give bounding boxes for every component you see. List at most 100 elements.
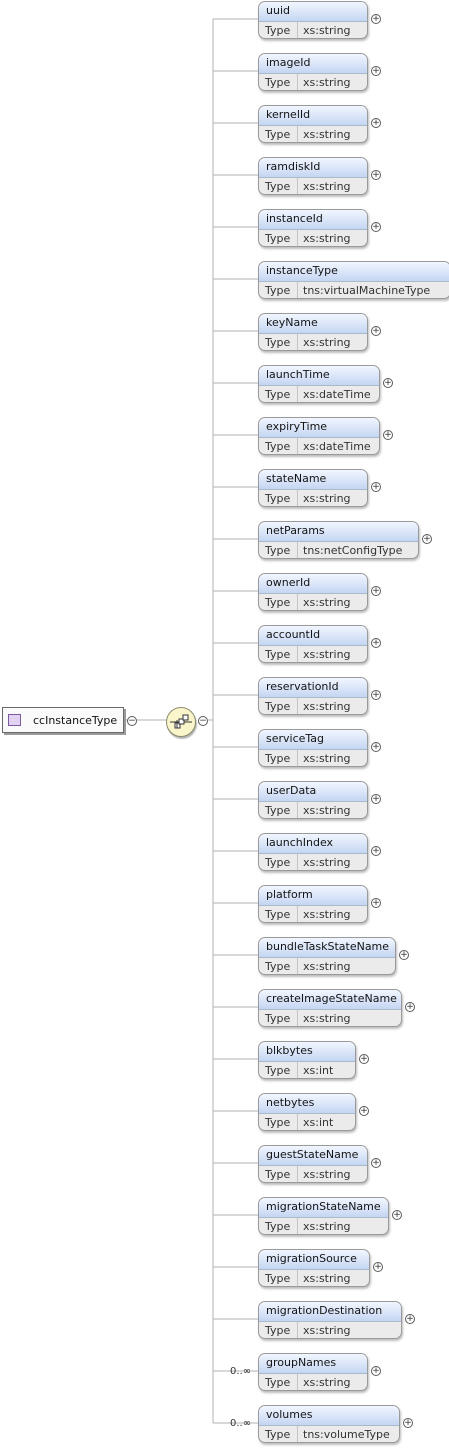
type-separator xyxy=(297,334,298,350)
expand-icon[interactable]: + xyxy=(383,378,393,388)
type-separator xyxy=(297,282,298,298)
type-separator xyxy=(297,594,298,610)
element-name: createImageStateName xyxy=(266,992,397,1005)
expand-icon[interactable]: + xyxy=(371,638,381,648)
expand-icon[interactable]: + xyxy=(371,326,381,336)
element-type: xs:dateTime xyxy=(303,388,371,401)
element-header: reservationId xyxy=(259,678,367,698)
element-name: migrationStateName xyxy=(266,1200,381,1213)
root-complex-type[interactable]: ccInstanceType xyxy=(2,707,124,733)
expand-icon[interactable]: + xyxy=(373,1262,383,1272)
expand-icon[interactable]: + xyxy=(371,742,381,752)
expand-icon[interactable]: + xyxy=(371,118,381,128)
expand-icon[interactable]: + xyxy=(371,1158,381,1168)
sequence-collapse-icon[interactable]: − xyxy=(198,716,208,726)
element-header: migrationSource xyxy=(259,1250,369,1270)
element-name: migrationDestination xyxy=(266,1304,383,1317)
type-separator xyxy=(297,1270,298,1286)
expand-icon[interactable]: + xyxy=(405,1002,415,1012)
element-header: volumes xyxy=(259,1406,399,1426)
sequence-compositor[interactable] xyxy=(166,707,196,737)
expand-icon[interactable]: + xyxy=(405,1314,415,1324)
expand-icon[interactable]: + xyxy=(399,950,409,960)
expand-icon[interactable]: + xyxy=(359,1106,369,1116)
expand-icon[interactable]: + xyxy=(371,482,381,492)
element-header: netbytes xyxy=(259,1094,355,1114)
expand-icon[interactable]: + xyxy=(371,794,381,804)
type-separator xyxy=(297,1010,298,1026)
element-type: xs:string xyxy=(303,752,351,765)
root-collapse-icon[interactable]: − xyxy=(127,716,137,726)
type-label: Type xyxy=(265,492,291,505)
element-type: xs:int xyxy=(303,1064,334,1077)
type-label: Type xyxy=(265,908,291,921)
expand-icon[interactable]: + xyxy=(371,14,381,24)
expand-icon[interactable]: + xyxy=(383,430,393,440)
expand-icon[interactable]: + xyxy=(371,1366,381,1376)
type-separator xyxy=(297,438,298,454)
element-type: xs:string xyxy=(303,1272,351,1285)
expand-icon[interactable]: + xyxy=(371,846,381,856)
type-separator xyxy=(297,386,298,402)
element-type: xs:string xyxy=(303,960,351,973)
element-header: bundleTaskStateName xyxy=(259,938,395,958)
expand-icon[interactable]: + xyxy=(371,586,381,596)
expand-icon[interactable]: + xyxy=(371,66,381,76)
element-name: blkbytes xyxy=(266,1044,313,1057)
expand-icon[interactable]: + xyxy=(371,170,381,180)
expand-icon[interactable]: + xyxy=(422,534,432,544)
type-label: Type xyxy=(265,648,291,661)
type-separator xyxy=(297,126,298,142)
element-header: migrationDestination xyxy=(259,1302,401,1322)
expand-icon[interactable]: + xyxy=(371,222,381,232)
sequence-compositor-icon xyxy=(170,714,192,729)
element-name: bundleTaskStateName xyxy=(266,940,390,953)
type-separator xyxy=(297,854,298,870)
element-header: createImageStateName xyxy=(259,990,401,1010)
expand-icon[interactable]: + xyxy=(371,898,381,908)
element-type: xs:string xyxy=(303,180,351,193)
expand-icon[interactable]: + xyxy=(359,1054,369,1064)
expand-icon[interactable]: + xyxy=(371,690,381,700)
expand-icon[interactable]: + xyxy=(403,1418,413,1428)
expand-icon[interactable]: + xyxy=(392,1210,402,1220)
